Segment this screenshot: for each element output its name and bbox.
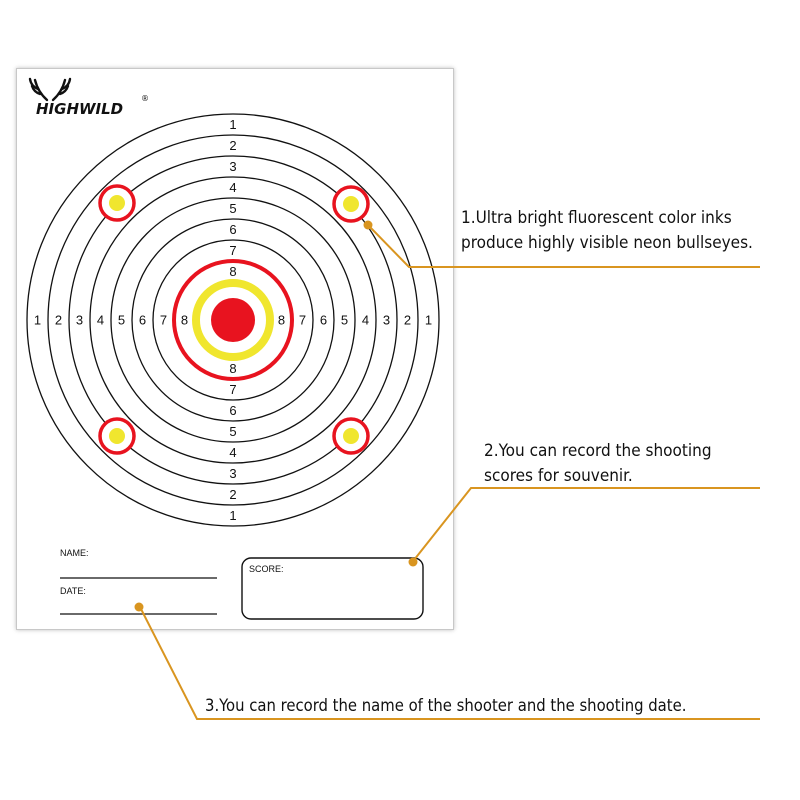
ring-label-top-6: 6 bbox=[229, 222, 236, 237]
ring-label-right-6: 6 bbox=[320, 313, 327, 328]
bullseye bbox=[211, 298, 255, 342]
target-rings bbox=[26, 113, 440, 527]
ring-label-right-2: 2 bbox=[404, 313, 411, 328]
ring-2 bbox=[47, 134, 419, 506]
ring-label-top-4: 4 bbox=[229, 180, 236, 195]
corner-marks bbox=[98, 184, 370, 455]
ring-label-bottom-6: 6 bbox=[229, 403, 236, 418]
callout-1-line-2: produce highly visible neon bullseyes. bbox=[461, 233, 753, 253]
ring-label-left-6: 6 bbox=[139, 313, 146, 328]
ring-label-bottom-3: 3 bbox=[229, 466, 236, 481]
callout-2-line-1: 2.You can record the shooting bbox=[484, 441, 712, 461]
ring-label-left-3: 3 bbox=[76, 313, 83, 328]
callout-1-line-1: 1.Ultra bright fluorescent color inks bbox=[461, 208, 732, 228]
callout-record-name-date: 3.You can record the name of the shooter… bbox=[205, 693, 686, 718]
ring-label-right-4: 4 bbox=[362, 313, 369, 328]
ring-label-right-3: 3 bbox=[383, 313, 390, 328]
ring-label-top-5: 5 bbox=[229, 201, 236, 216]
leader-dots bbox=[134, 220, 418, 612]
ring-label-bottom-5: 5 bbox=[229, 424, 236, 439]
ring-7 bbox=[152, 239, 314, 401]
ring-label-left-7: 7 bbox=[160, 313, 167, 328]
leader-dot-2 bbox=[408, 557, 418, 567]
ring-label-left-5: 5 bbox=[118, 313, 125, 328]
callout-fluorescent-inks: 1.Ultra bright fluorescent color inks pr… bbox=[461, 206, 753, 256]
ring-label-top-1: 1 bbox=[229, 117, 236, 132]
ring-5 bbox=[110, 197, 356, 443]
ring-label-bottom-1: 1 bbox=[229, 508, 236, 523]
ring-label-left-1: 1 bbox=[34, 313, 41, 328]
leader-dot-3 bbox=[134, 602, 144, 612]
ring-label-bottom-7: 7 bbox=[229, 382, 236, 397]
callout-record-scores: 2.You can record the shooting scores for… bbox=[484, 439, 712, 489]
ring-label-right-8: 8 bbox=[278, 313, 285, 328]
score-label: SCORE: bbox=[249, 564, 284, 574]
ring-label-right-5: 5 bbox=[341, 313, 348, 328]
ring-label-right-1: 1 bbox=[425, 313, 432, 328]
ring-label-left-8: 8 bbox=[181, 313, 188, 328]
antler-logo-icon bbox=[28, 77, 72, 102]
ring-4 bbox=[89, 176, 377, 464]
ring-label-left-4: 4 bbox=[97, 313, 104, 328]
ring-6 bbox=[131, 218, 335, 422]
ring-label-right-7: 7 bbox=[299, 313, 306, 328]
callout-2-line-2: scores for souvenir. bbox=[484, 466, 633, 486]
corner-mark-top-left bbox=[98, 184, 136, 222]
ring-label-top-2: 2 bbox=[229, 138, 236, 153]
name-label: NAME: bbox=[60, 548, 89, 558]
corner-mark-bottom-left bbox=[98, 417, 136, 455]
callout-3-line-1: 3.You can record the name of the shooter… bbox=[205, 696, 687, 715]
ring-label-top-8: 8 bbox=[229, 264, 236, 279]
registered-mark: ® bbox=[141, 94, 149, 103]
leader-lines bbox=[139, 224, 760, 720]
ring-label-bottom-4: 4 bbox=[229, 445, 236, 460]
corner-mark-bottom-right bbox=[332, 417, 370, 455]
score-box[interactable] bbox=[241, 557, 424, 620]
date-label: DATE: bbox=[60, 586, 86, 596]
ring-label-left-2: 2 bbox=[55, 313, 62, 328]
ring-label-bottom-2: 2 bbox=[229, 487, 236, 502]
leader-line-1 bbox=[367, 224, 760, 268]
leader-line-3 bbox=[139, 606, 760, 720]
ring-label-bottom-8: 8 bbox=[229, 361, 236, 376]
ring-label-top-3: 3 bbox=[229, 159, 236, 174]
ring-label-top-7: 7 bbox=[229, 243, 236, 258]
leader-line-2 bbox=[413, 487, 760, 561]
ring-1 bbox=[26, 113, 440, 527]
ring-3 bbox=[68, 155, 398, 485]
leader-dot-1 bbox=[363, 220, 373, 230]
corner-mark-top-right bbox=[332, 185, 370, 223]
brand-logo-text: HIGHWILD bbox=[36, 100, 123, 118]
